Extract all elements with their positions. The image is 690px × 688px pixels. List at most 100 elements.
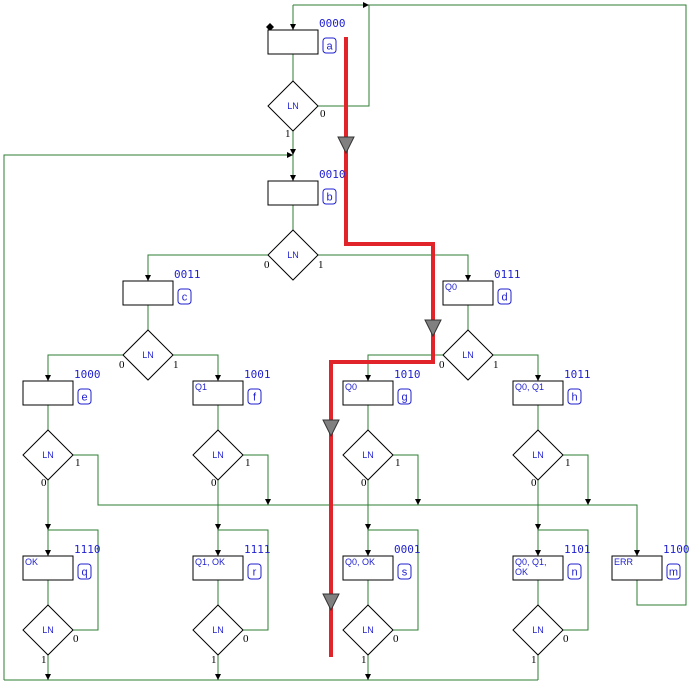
condition-label: LN [532, 625, 544, 635]
branch-zero-label: 0 [563, 633, 569, 645]
branch-zero-label: 0 [361, 477, 367, 489]
condition-label: LN [362, 625, 374, 635]
state-box [342, 380, 394, 406]
decision-diamond [342, 604, 394, 656]
connector-wire [318, 5, 370, 107]
connector-wire [73, 454, 638, 556]
state-tag-box [497, 288, 512, 305]
state-tag-box [397, 563, 412, 580]
condition-label: LN [212, 450, 224, 460]
state-box [611, 555, 663, 581]
arrowhead-icon [290, 149, 296, 155]
branch-one-label: 1 [41, 654, 47, 666]
connector-wire [147, 254, 268, 281]
state-box [512, 380, 564, 406]
branch-zero-label: 0 [320, 108, 326, 120]
branch-one-label: 1 [75, 457, 81, 469]
decision-diamond [267, 229, 319, 281]
state-tag: a [326, 41, 333, 53]
state-tag-box [666, 563, 681, 580]
decision-diamond [442, 329, 494, 381]
state-tag: r [253, 567, 257, 579]
arrowhead-icon [215, 375, 221, 381]
state-tag: e [81, 392, 87, 404]
state-output: Q0 [345, 382, 357, 392]
state-tag: m [669, 567, 678, 579]
branch-one-label: 1 [245, 457, 251, 469]
arrowhead-icon [535, 524, 541, 530]
condition-label: LN [287, 101, 299, 111]
branch-one-label: 1 [361, 654, 367, 666]
initial-state-marker-icon [266, 23, 274, 31]
state-code: 1110 [74, 543, 101, 556]
branch-one-label: 1 [318, 259, 324, 271]
decision-diamond [192, 604, 244, 656]
connector-wire [538, 529, 589, 631]
arrowhead-icon [265, 499, 271, 505]
connector-wire [563, 454, 589, 505]
arrowhead-icon [290, 175, 296, 181]
state-tag-box [177, 288, 192, 305]
decision-diamond [267, 80, 319, 132]
highlighted-path [322, 37, 442, 657]
branch-zero-label: 0 [439, 359, 445, 371]
arrowhead-icon [45, 375, 51, 381]
connector-wire [393, 454, 419, 505]
state-code: 1010 [394, 368, 421, 381]
state-tag-box [567, 563, 582, 580]
decision-diamond [192, 429, 244, 481]
state-output: OK [25, 557, 38, 567]
state-output: Q1 [195, 382, 207, 392]
arrowhead-icon [45, 550, 51, 556]
state-code: 0111 [494, 268, 521, 281]
state-tag-box [247, 388, 262, 405]
state-tag-box [322, 37, 337, 54]
state-code: 1111 [244, 543, 271, 556]
arrowhead-icon [465, 275, 471, 281]
arrowhead-icon [365, 524, 371, 530]
connector-wire [218, 529, 269, 631]
condition-label: LN [362, 450, 374, 460]
state-box [442, 280, 494, 306]
state-box [192, 380, 244, 406]
state-tag: b [326, 192, 332, 204]
state-code: 1011 [564, 368, 591, 381]
decision-diamond [122, 329, 174, 381]
state-tag-box [397, 388, 412, 405]
decision-node: LN 0 1 [342, 429, 401, 489]
connector-wire [368, 529, 419, 631]
condition-label: LN [42, 450, 54, 460]
arrowhead-icon [145, 275, 151, 281]
arrowhead-icon [365, 674, 371, 680]
state-tag-box [247, 563, 262, 580]
path-direction-arrow-icon [322, 419, 340, 438]
branch-one-label: 1 [395, 457, 401, 469]
branch-zero-label: 0 [119, 359, 125, 371]
state-box [22, 380, 74, 406]
state-tag-box [77, 563, 92, 580]
state-tag: f [253, 392, 257, 404]
connector-wire [318, 254, 469, 281]
state-code: 1100 [663, 543, 690, 556]
state-tag: q [81, 567, 87, 579]
state-code: 1001 [244, 368, 271, 381]
state-tag: d [501, 292, 507, 304]
state-tag: s [402, 567, 408, 579]
state-code: 1101 [564, 543, 591, 556]
